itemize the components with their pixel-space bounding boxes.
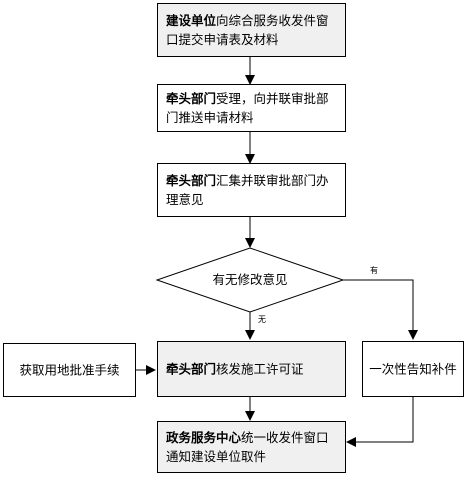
step-5-actor: 政务服务中心 xyxy=(166,430,242,445)
step-1-actor: 建设单位 xyxy=(166,13,217,28)
step-accept-push: 牵头部门受理，向并联审批部门推送申请材料 xyxy=(157,84,346,132)
arrow-right-s5 xyxy=(346,397,414,447)
arrow-decision-right xyxy=(343,279,418,340)
step-3-actor: 牵头部门 xyxy=(166,173,217,188)
step-3-text: 汇集并联审批部门办理意见 xyxy=(166,173,329,207)
side-supplement-notice: 一次性告知补件 xyxy=(362,341,464,397)
step-submit-application: 建设单位向综合服务收发件窗口提交申请表及材料 xyxy=(157,3,346,57)
edge-label-no: 无 xyxy=(258,315,266,324)
side-right-text: 一次性告知补件 xyxy=(369,361,457,377)
edge-label-yes: 有 xyxy=(370,266,378,275)
step-5-text: 统一收发件窗口通知建设单位取件 xyxy=(166,430,329,464)
step-collect-opinions: 牵头部门汇集并联审批部门办理意见 xyxy=(157,163,346,217)
side-left-text: 获取用地批准手续 xyxy=(19,362,120,378)
step-issue-permit: 牵头部门核发施工许可证 xyxy=(157,341,346,397)
decision-label: 有无修改意见 xyxy=(212,272,288,287)
step-4-text: 核发施工许可证 xyxy=(216,361,304,377)
side-land-approval: 获取用地批准手续 xyxy=(3,343,136,397)
step-1-text: 向综合服务收发件窗口提交申请表及材料 xyxy=(166,13,329,47)
step-notify-pickup: 政务服务中心统一收发件窗口通知建设单位取件 xyxy=(157,421,346,473)
step-2-text: 受理，向并联审批部门推送申请材料 xyxy=(166,91,329,125)
step-2-actor: 牵头部门 xyxy=(166,91,217,106)
step-4-actor: 牵头部门 xyxy=(166,361,217,377)
